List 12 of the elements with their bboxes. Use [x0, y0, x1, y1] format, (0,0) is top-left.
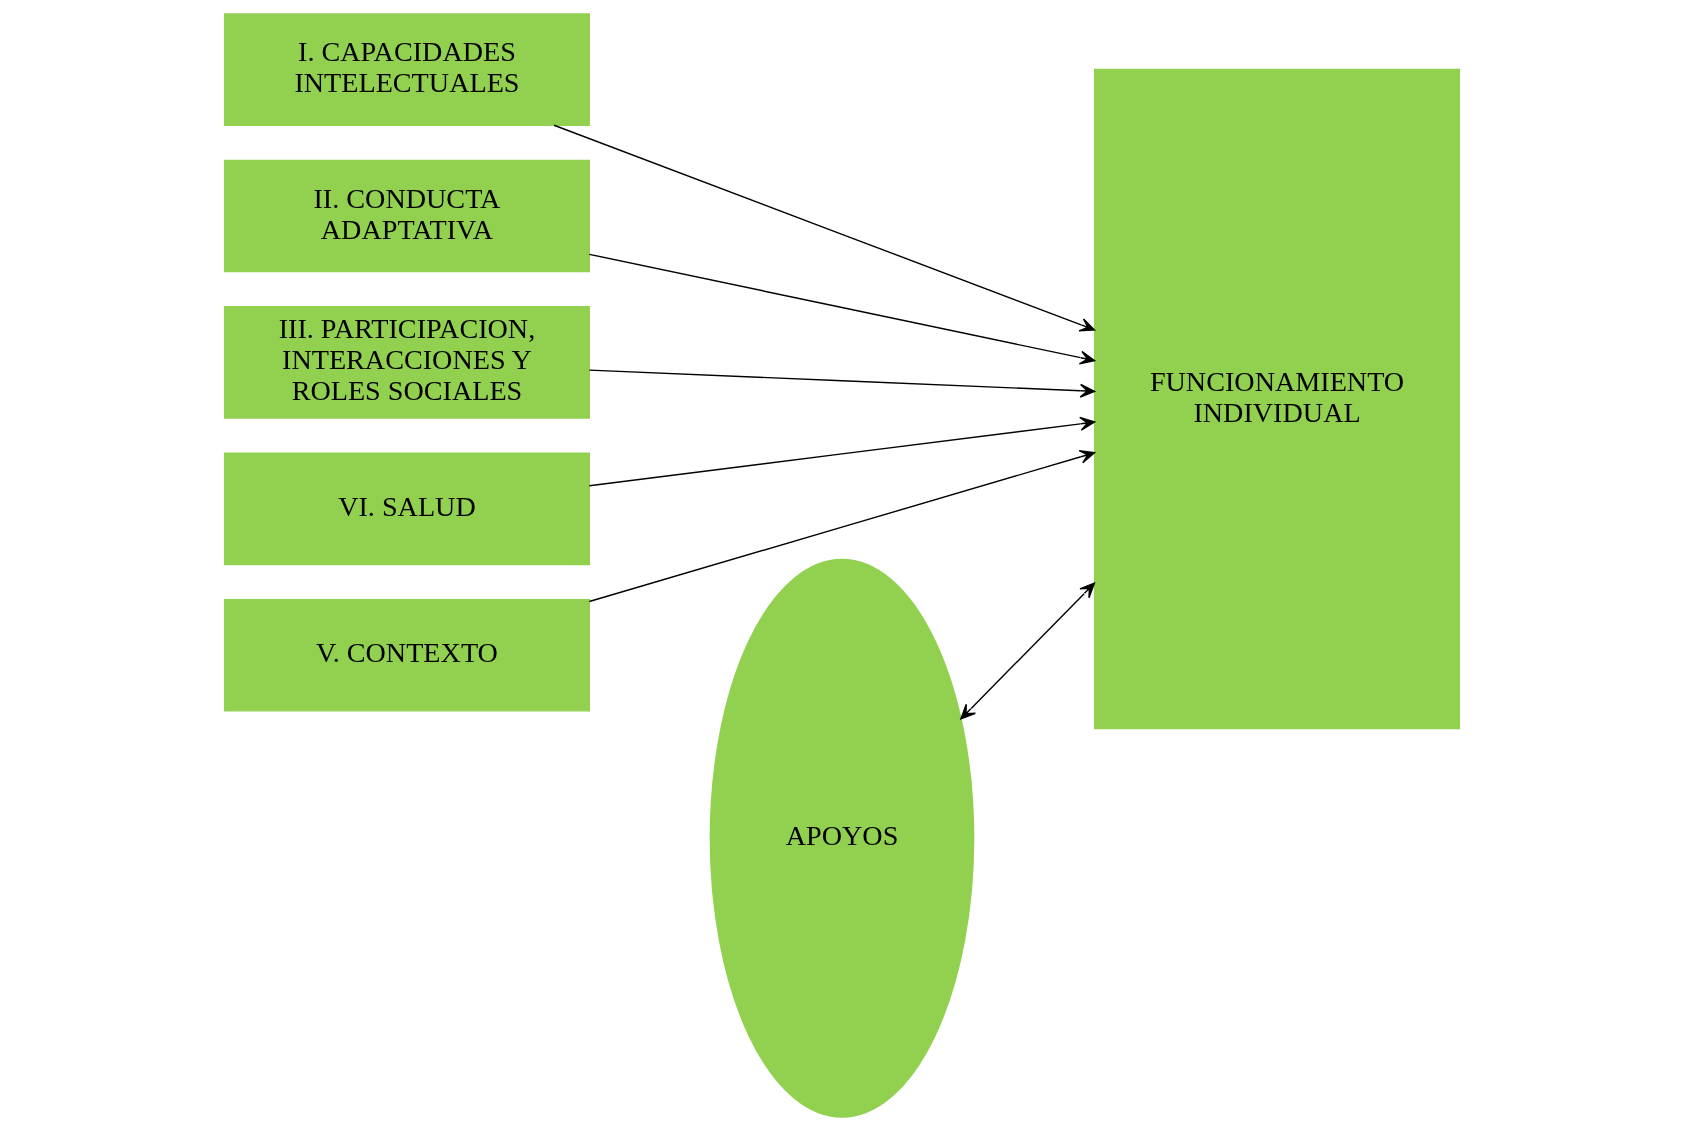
arrow: [588, 369, 1095, 398]
arrow: [588, 253, 1095, 365]
arrow: [552, 124, 1095, 332]
arrow: [588, 416, 1095, 487]
node-box: II. CONDUCTA ADAPTATIVA: [223, 159, 590, 273]
node-box: I. CAPACIDADES INTELECTUALES: [223, 13, 590, 126]
node-box: FUNCIONAMIENTO INDIVIDUAL: [1093, 68, 1460, 730]
node-box: V. CONTEXTO: [223, 598, 590, 712]
arrow: [959, 582, 1095, 720]
node-box: VI. SALUD: [223, 452, 590, 566]
node-box: III. PARTICIPACION, INTERACCIONES Y ROLES SOCIALES: [223, 306, 590, 419]
arrow: [588, 449, 1095, 603]
